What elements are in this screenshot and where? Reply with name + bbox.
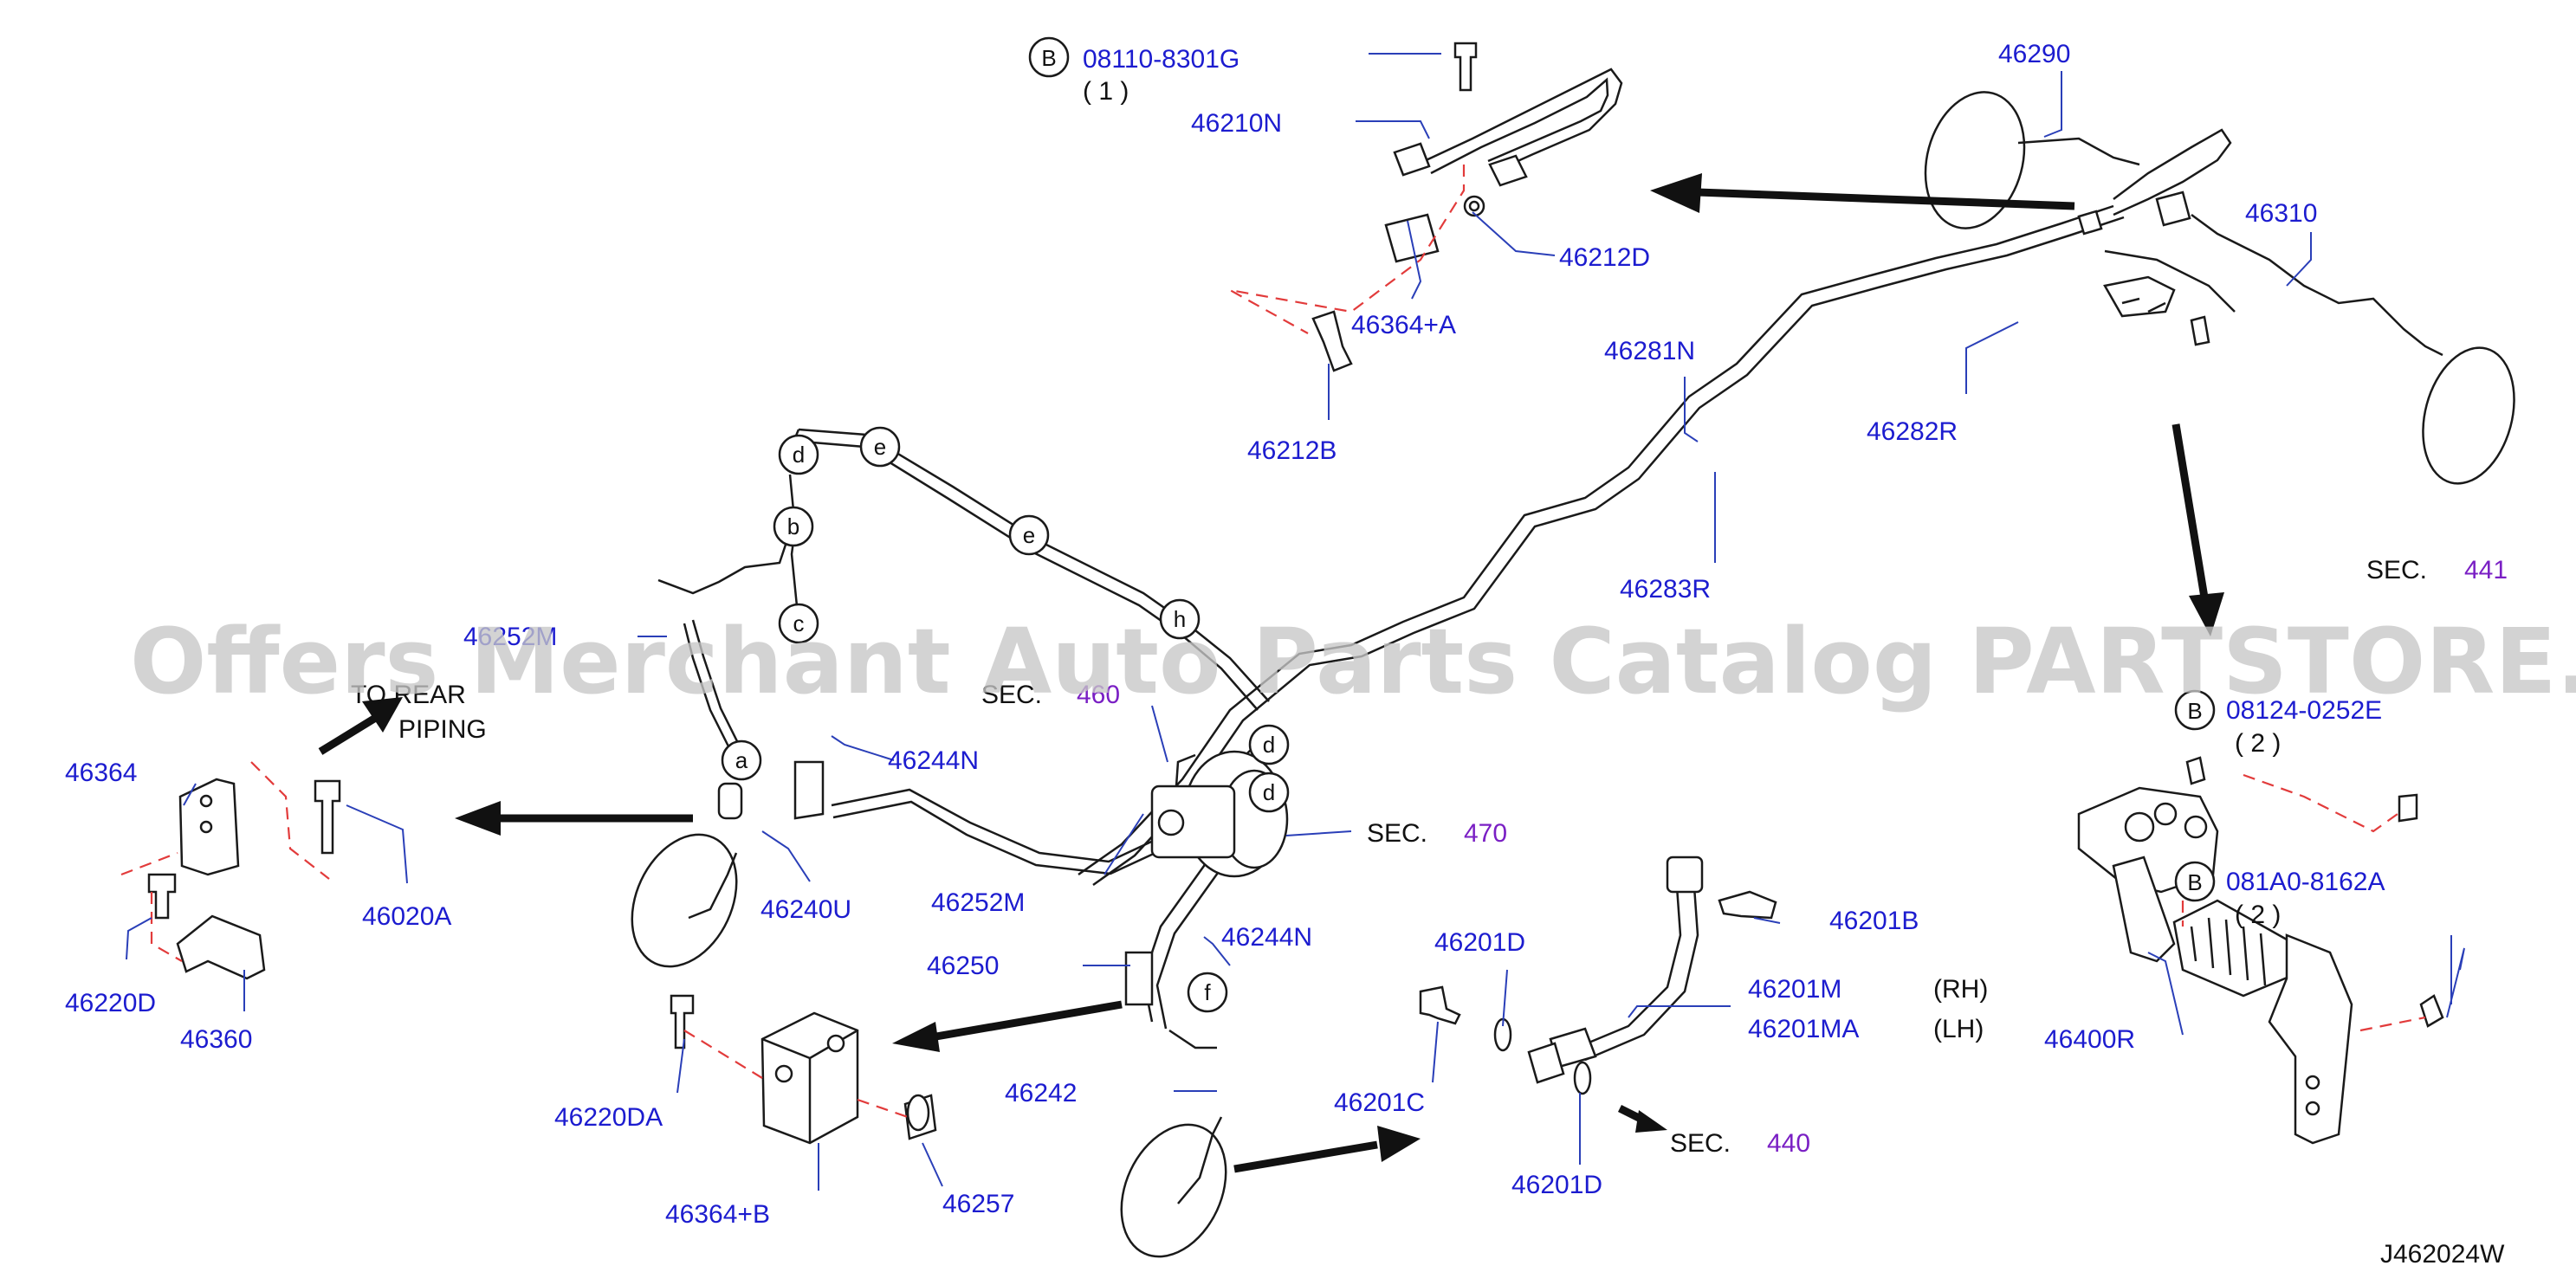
label-46201M[interactable]: 46201M (1748, 975, 1841, 1004)
label-46244N-mid[interactable]: 46244N (1221, 923, 1312, 952)
label-46290[interactable]: 46290 (1998, 40, 2070, 68)
sec-label-441: SEC. (2366, 556, 2427, 584)
label-46364B[interactable]: 46364+B (665, 1200, 770, 1229)
connector-c: c (793, 610, 805, 636)
label-46201D-top[interactable]: 46201D (1434, 928, 1525, 957)
connector-b: b (787, 513, 799, 539)
label-46212B[interactable]: 46212B (1247, 436, 1337, 465)
label-46220DA[interactable]: 46220DA (554, 1103, 663, 1132)
label-46310[interactable]: 46310 (2245, 199, 2317, 228)
connector-d-mid: d (1263, 732, 1275, 758)
sec-label-440: SEC. (1670, 1129, 1731, 1158)
label-46240U[interactable]: 46240U (761, 895, 851, 924)
label-081A0-8162A[interactable]: 081A0-8162A (2226, 868, 2385, 896)
to-rear-line2: PIPING (398, 715, 487, 744)
part-labels: 08110-8301G ( 1 ) 46210N 46212D 46364+A … (65, 40, 2385, 1229)
label-46283R[interactable]: 46283R (1620, 575, 1711, 604)
connector-markers: d e b e c h a d d f (721, 426, 1290, 1013)
bolt-marker-2: B (2187, 698, 2202, 724)
label-qty-2a: ( 2 ) (2235, 729, 2281, 758)
label-46364A[interactable]: 46364+A (1351, 311, 1456, 339)
label-46360[interactable]: 46360 (180, 1025, 252, 1054)
sec-460[interactable]: 460 (1077, 681, 1120, 709)
connector-d-low: d (1263, 779, 1275, 805)
label-46201D-bot[interactable]: 46201D (1511, 1171, 1602, 1199)
front-left-hose (631, 760, 825, 968)
block-46364B (670, 994, 937, 1145)
bolt-marker-1: B (1041, 45, 1056, 71)
bolt-marker-3: B (2187, 869, 2202, 895)
sec-470[interactable]: 470 (1464, 819, 1507, 848)
label-46212D[interactable]: 46212D (1559, 243, 1650, 272)
connector-h: h (1174, 606, 1186, 632)
leader-lines (126, 53, 2465, 1191)
main-brake-pipe (1078, 204, 2125, 887)
to-rear-piping-note: TO REAR PIPING (351, 681, 487, 744)
label-46257[interactable]: 46257 (942, 1190, 1014, 1218)
label-46252M-mid[interactable]: 46252M (931, 888, 1025, 917)
label-lh: (LH) (1933, 1015, 1984, 1043)
sec-label-470: SEC. (1367, 819, 1427, 848)
to-rear-line1: TO REAR (351, 681, 466, 709)
sec-label-460: SEC. (981, 681, 1042, 709)
master-cylinder (1150, 750, 1289, 878)
connector-f: f (1204, 979, 1211, 1005)
label-08124-0252E[interactable]: 08124-0252E (2226, 696, 2382, 725)
label-46201C[interactable]: 46201C (1334, 1088, 1425, 1117)
label-46020A[interactable]: 46020A (362, 902, 451, 931)
rear-hose-46201M (1419, 856, 1777, 1095)
connector-d-top: d (793, 442, 805, 468)
label-46364[interactable]: 46364 (65, 759, 137, 787)
label-rh: (RH) (1933, 975, 1988, 1004)
label-46252M-top[interactable]: 46252M (463, 623, 557, 651)
label-08110-8301G[interactable]: 08110-8301G (1083, 45, 1239, 74)
sec-440[interactable]: 440 (1767, 1129, 1810, 1158)
label-46250[interactable]: 46250 (927, 952, 999, 980)
label-46242[interactable]: 46242 (1005, 1079, 1077, 1107)
label-qty-2b: ( 2 ) (2235, 901, 2281, 929)
label-46281N[interactable]: 46281N (1604, 337, 1695, 365)
label-46210N[interactable]: 46210N (1191, 109, 1282, 138)
label-46282R[interactable]: 46282R (1867, 417, 1958, 446)
sec-441[interactable]: 441 (2464, 556, 2508, 584)
rear-right-hose-assembly (1924, 91, 2515, 485)
connector-e-mid: e (1023, 522, 1035, 548)
dashed-guide-top (1229, 165, 1466, 334)
proportioning-valve-46400R (2077, 756, 2444, 1145)
label-46220D[interactable]: 46220D (65, 989, 156, 1017)
bracket-46282R (2103, 275, 2176, 318)
bracket-46364-group (120, 761, 341, 980)
label-46201MA[interactable]: 46201MA (1748, 1015, 1859, 1043)
connector-e-top: e (874, 434, 886, 460)
bolt-markers: B B B (1028, 36, 2216, 902)
label-qty-1: ( 1 ) (1083, 77, 1129, 106)
label-46201B[interactable]: 46201B (1829, 907, 1919, 935)
arrows (318, 173, 2224, 1173)
watermark: Offers Merchant Auto Parts Catalog PARTS… (130, 609, 2576, 714)
label-46244N-top[interactable]: 46244N (888, 746, 979, 775)
front-right-hose (1120, 951, 1227, 1258)
section-references: SEC. 441 SEC. 460 SEC. 470 SEC. 440 (981, 556, 2508, 1158)
label-46400R[interactable]: 46400R (2044, 1025, 2135, 1054)
connector-a: a (735, 747, 748, 773)
diagram-code: J462024W (2380, 1240, 2505, 1269)
